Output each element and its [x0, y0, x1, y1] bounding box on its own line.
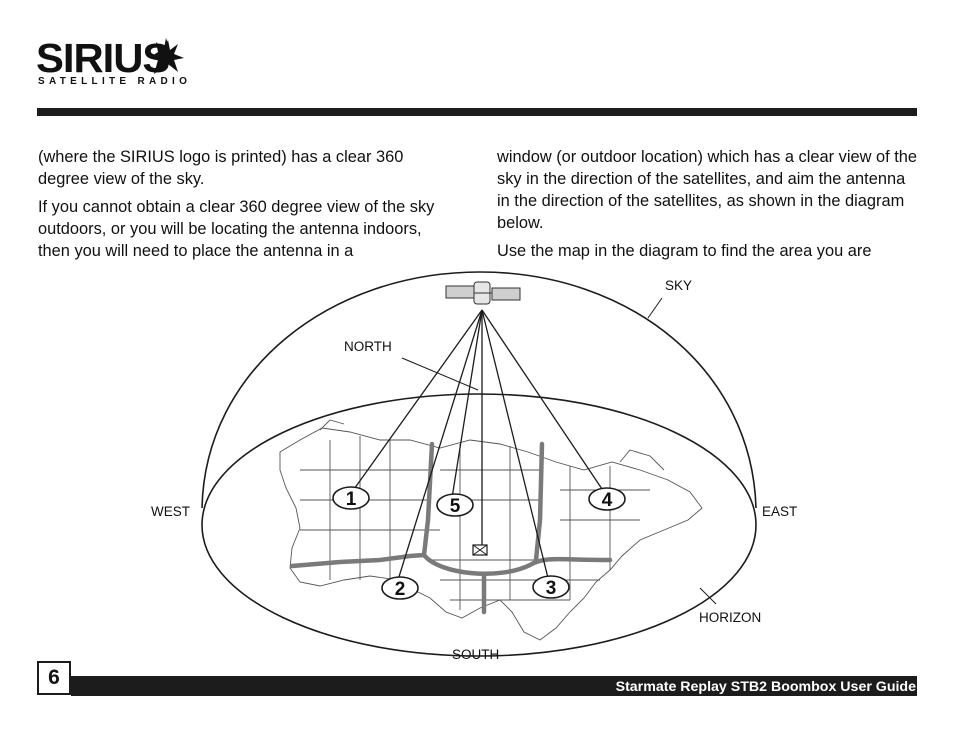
aim-lines — [351, 309, 605, 581]
label-sky: SKY — [665, 278, 692, 293]
zone-badge-2: 2 — [381, 576, 419, 600]
paragraph: If you cannot obtain a clear 360 degree … — [38, 198, 435, 260]
sirius-logo: SIRIUS SATELLITE RADIO — [36, 35, 187, 92]
zone-number: 2 — [395, 579, 406, 600]
header-rule — [37, 108, 917, 116]
page-number: 6 — [48, 666, 60, 689]
location-marker-icon — [472, 544, 488, 556]
label-north: NORTH — [344, 339, 392, 354]
zone-badge-4: 4 — [588, 487, 626, 511]
text-column-right: window (or outdoor location) which has a… — [497, 146, 922, 262]
label-east: EAST — [762, 504, 797, 519]
zone-number: 1 — [346, 489, 357, 510]
zone-badge-1: 1 — [332, 486, 370, 510]
text-column-left: (where the SIRIUS logo is printed) has a… — [38, 146, 458, 262]
zone-number: 4 — [602, 490, 613, 511]
zone-number: 5 — [450, 496, 461, 517]
label-horizon: HORIZON — [699, 610, 761, 625]
logo-subtitle: SATELLITE RADIO — [38, 76, 192, 87]
sky-pointer — [647, 297, 663, 319]
zone-boundaries — [289, 441, 613, 615]
north-pointer — [401, 357, 479, 391]
paragraph: (where the SIRIUS logo is printed) has a… — [38, 148, 404, 188]
footer-bar — [71, 676, 917, 696]
paragraph: Use the map in the diagram to find the a… — [497, 242, 872, 260]
zone-badge-3: 3 — [532, 575, 570, 599]
horizon-pointer — [699, 587, 717, 605]
label-west: WEST — [151, 504, 190, 519]
footer-guide-title: Starmate Replay STB2 Boombox User Guide — [615, 679, 916, 695]
page-number-box: 6 — [37, 661, 71, 695]
horizon-ellipse — [201, 393, 757, 657]
label-south: SOUTH — [452, 647, 499, 662]
zone-badge-5: 5 — [436, 493, 474, 517]
sky-dome-outline — [201, 271, 757, 509]
satellite-icon — [445, 281, 521, 305]
logo-wordmark: SIRIUS — [36, 35, 170, 81]
zone-number: 3 — [546, 578, 557, 599]
paragraph: window (or outdoor location) which has a… — [497, 148, 917, 232]
dog-icon — [152, 38, 184, 74]
north-america-map — [279, 419, 703, 641]
